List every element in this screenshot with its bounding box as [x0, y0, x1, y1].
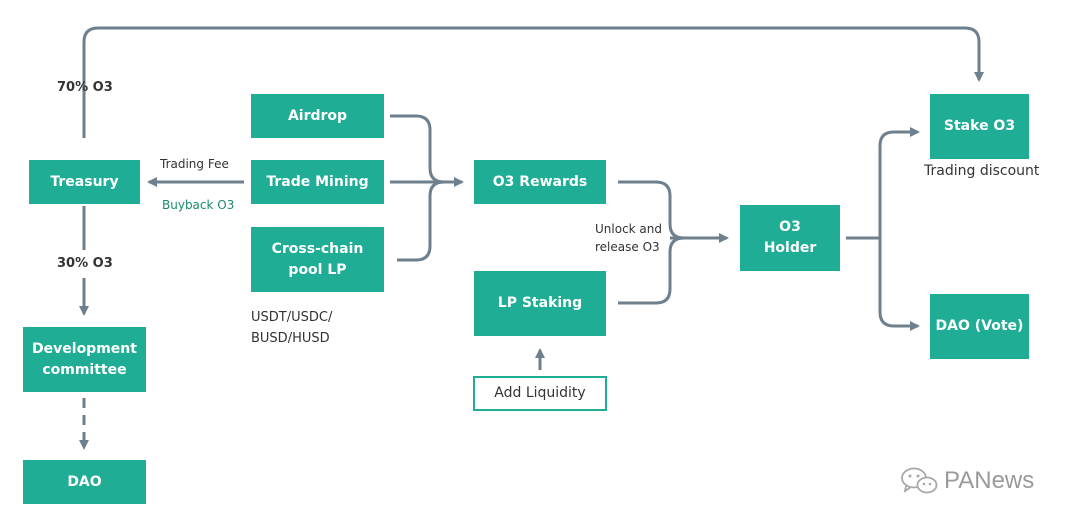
lp-staking-label: LP Staking [497, 295, 583, 311]
airdrop-node: Airdrop [251, 94, 384, 138]
arrow-to-dao-vote [878, 238, 920, 331]
line-staking-merge [618, 236, 685, 305]
development-committee-label: Development committee [32, 340, 137, 378]
cross-chain-pool-node: Cross-chain pool LP [251, 227, 384, 292]
add-liquidity-node: Add Liquidity [473, 376, 607, 411]
o3-holder-node: O3 Holder [740, 205, 840, 271]
trade-mining-label: Trade Mining [266, 173, 369, 190]
label-buyback: Buyback O3 [162, 198, 235, 212]
label-trading-fee: Trading Fee [160, 157, 229, 171]
dao-label: DAO [67, 473, 102, 490]
o3-rewards-label: O3 Rewards [492, 173, 588, 190]
label-30-percent: 30% O3 [57, 256, 113, 271]
cross-chain-label: Cross-chain pool LP [271, 240, 364, 278]
lp-staking-node: LP Staking [474, 271, 606, 336]
watermark-text: PANews [944, 467, 1035, 494]
airdrop-label: Airdrop [287, 107, 348, 124]
line-rewards-merge [618, 180, 685, 240]
stake-o3-node: Stake O3 [930, 94, 1029, 159]
treasury-node: Treasury [29, 160, 140, 204]
o3-holder-label: O3 Holder [763, 219, 817, 256]
panews-watermark: PANews [900, 466, 1034, 496]
dao-vote-label: DAO (Vote) [935, 318, 1024, 334]
stake-o3-label: Stake O3 [943, 118, 1016, 134]
dao-vote-node: DAO (Vote) [930, 294, 1029, 359]
arrow-treasury-to-stake [82, 26, 984, 138]
arrow-to-stake [878, 127, 920, 238]
dao-node: DAO [23, 460, 146, 504]
label-70-percent: 70% O3 [57, 80, 113, 95]
treasury-label: Treasury [50, 173, 119, 190]
label-unlock-release: Unlock and release O3 [595, 222, 663, 254]
wechat-icon [901, 467, 938, 494]
line-lp-merge [397, 180, 445, 262]
o3-rewards-node: O3 Rewards [474, 160, 606, 204]
add-liquidity-label: Add Liquidity [494, 385, 586, 401]
line-airdrop-merge [390, 114, 445, 184]
trade-mining-node: Trade Mining [251, 160, 384, 204]
label-stablecoins: USDT/USDC/ BUSD/HUSD [251, 310, 333, 346]
development-committee-node: Development committee [23, 327, 146, 392]
label-trading-discount: Trading discount [924, 163, 1040, 179]
